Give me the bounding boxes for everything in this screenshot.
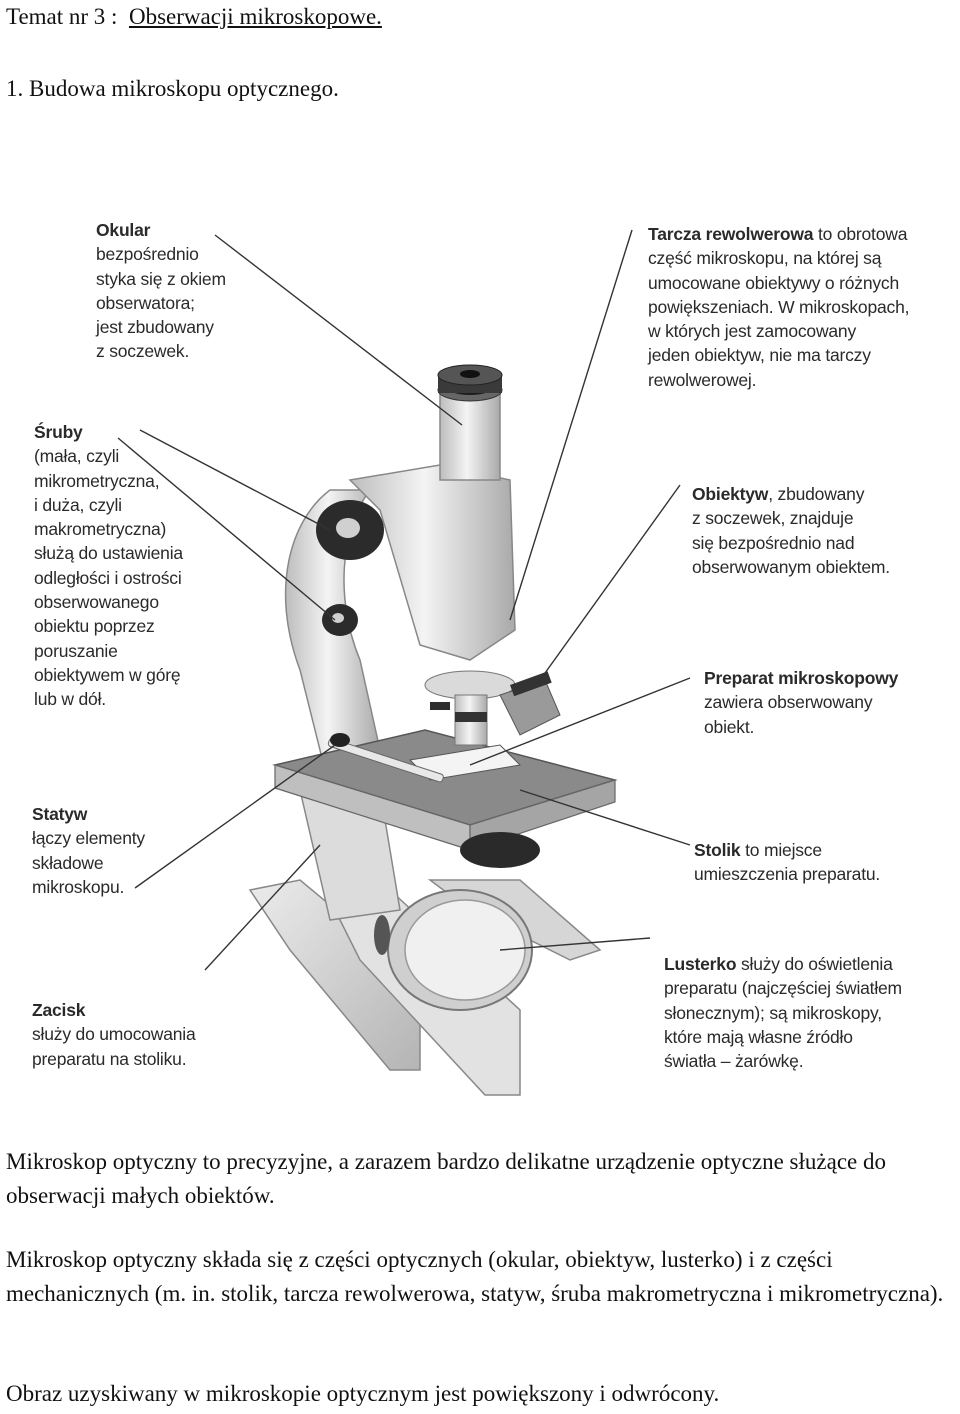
label-stolik-desc: to miejsce umieszczenia preparatu.: [694, 840, 881, 885]
label-tarcza-desc: to obrotowa część mikroskopu, na której …: [648, 224, 910, 390]
paragraph-parts: Mikroskop optyczny składa się z części o…: [6, 1247, 944, 1306]
title-topic: Obserwacji mikroskopowe.: [128, 4, 382, 29]
paragraph-image: Obraz uzyskiwany w mikroskopie optycznym…: [6, 1381, 720, 1406]
label-stolik: Stolik to miejsce umieszczenia preparatu…: [694, 838, 880, 887]
leader-lines: [117, 229, 691, 971]
label-okular-name: Okular: [96, 220, 151, 240]
label-sruby: Śruby (mała, czyli mikrometryczna, i duż…: [34, 420, 183, 712]
label-obiektyw-desc: , zbudowany z soczewek, znajduje się bez…: [692, 484, 890, 577]
label-zacisk-name: Zacisk: [32, 1000, 86, 1020]
label-sruby-name: Śruby: [34, 422, 83, 442]
label-lusterko-desc: służy do oświetlenia preparatu (najczęśc…: [664, 954, 902, 1072]
label-zacisk-desc: służy do umocowania preparatu na stoliku…: [32, 1024, 196, 1069]
label-obiektyw: Obiektyw, zbudowany z soczewek, znajduje…: [692, 482, 890, 579]
label-preparat: Preparat mikroskopowy zawiera obserwowan…: [704, 666, 898, 739]
label-statyw: Statyw łączy elementy składowe mikroskop…: [32, 802, 145, 899]
label-okular-desc: bezpośrednio styka się z okiem obserwato…: [96, 244, 226, 362]
paragraph-definition: Mikroskop optyczny to precyzyjne, a zara…: [6, 1149, 886, 1208]
label-statyw-name: Statyw: [32, 804, 88, 824]
title-prefix: Temat nr 3 :: [6, 4, 118, 29]
section-heading: 1. Budowa mikroskopu optycznego.: [6, 76, 339, 101]
label-zacisk: Zacisk służy do umocowania preparatu na …: [32, 998, 196, 1071]
body-tube: [348, 364, 516, 661]
label-sruby-desc: (mała, czyli mikrometryczna, i duża, czy…: [34, 446, 183, 710]
page-title: Temat nr 3 : Obserwacji mikroskopowe.: [6, 4, 382, 30]
microscope-figure: Okular bezpośrednio styka się z okiem ob…: [0, 190, 960, 1100]
label-statyw-desc: łączy elementy składowe mikroskopu.: [32, 828, 145, 897]
revolver-objectives: [424, 670, 561, 746]
focus-knobs: [316, 500, 384, 747]
label-tarcza: Tarcza rewolwerowa to obrotowa część mik…: [648, 222, 909, 392]
label-okular: Okular bezpośrednio styka się z okiem ob…: [96, 218, 226, 364]
label-preparat-desc: zawiera obserwowany obiekt.: [704, 692, 873, 737]
label-lusterko-name: Lusterko: [664, 954, 737, 974]
label-obiektyw-name: Obiektyw: [692, 484, 769, 504]
label-stolik-name: Stolik: [694, 840, 741, 860]
stage: [272, 729, 618, 868]
stand-arm: [284, 489, 401, 921]
microscope-illustration: [117, 229, 691, 1096]
mirror: [374, 889, 533, 1011]
label-lusterko: Lusterko służy do oświetlenia preparatu …: [664, 952, 902, 1073]
label-preparat-name: Preparat mikroskopowy: [704, 668, 899, 688]
label-tarcza-name: Tarcza rewolwerowa: [648, 224, 814, 244]
